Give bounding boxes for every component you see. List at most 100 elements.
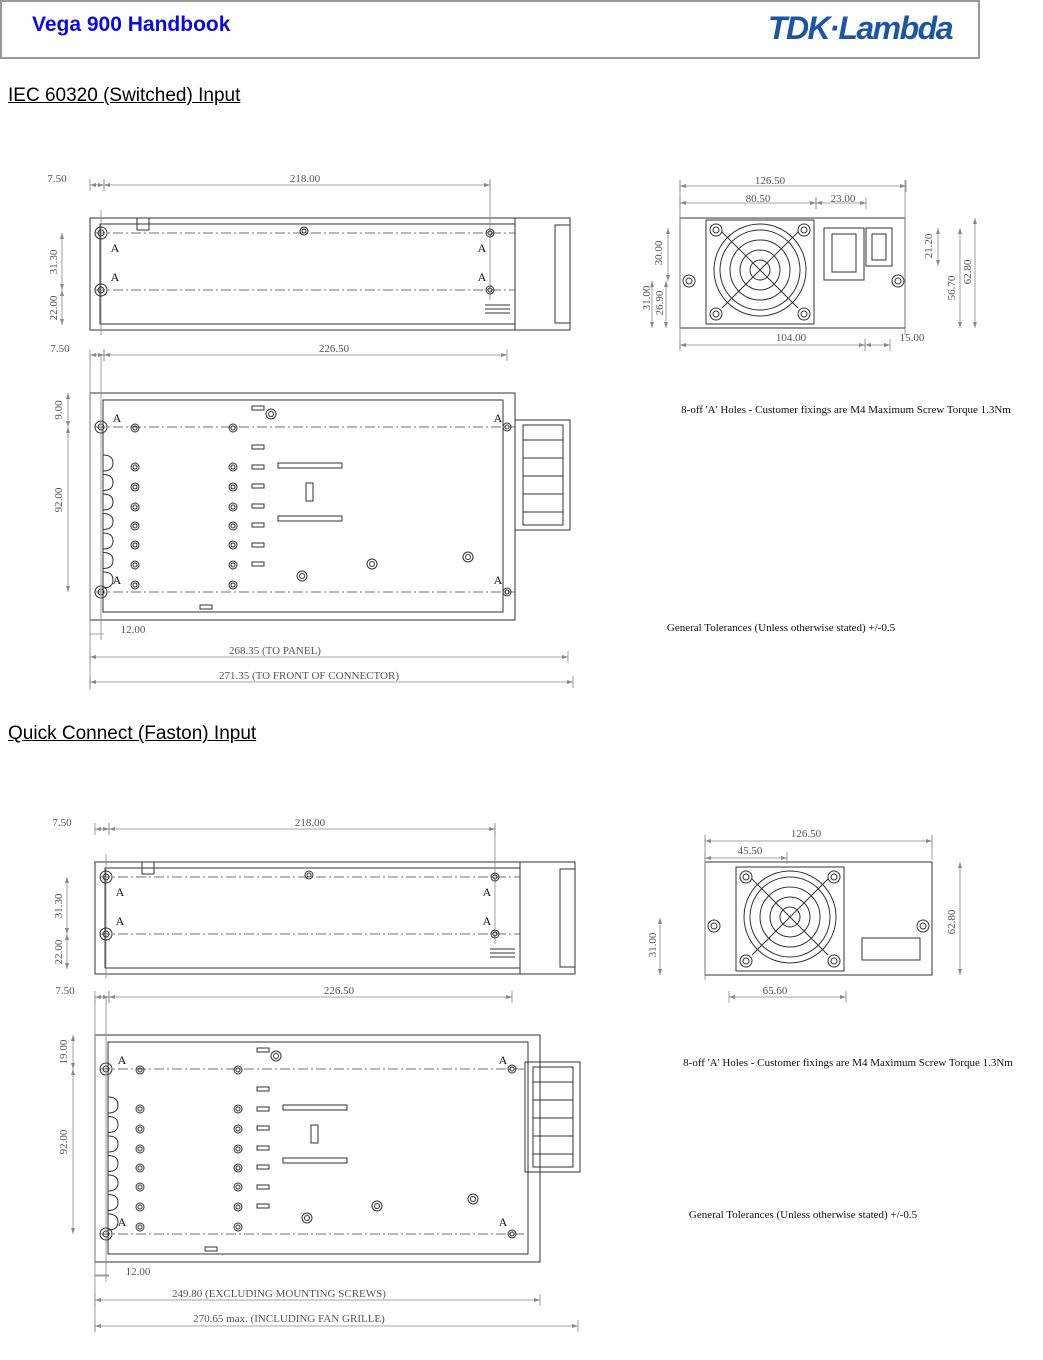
- dimension-label: 218.00: [295, 817, 326, 829]
- dimension-label: 249.80 (EXCLUDING MOUNTING SCREWS): [172, 1288, 386, 1300]
- fan-screw: [827, 954, 841, 968]
- slot: [256, 1106, 270, 1112]
- mounting-hole: [682, 274, 696, 288]
- screw: [371, 1200, 383, 1212]
- slot: [256, 1125, 270, 1131]
- dimension-label: 92.00: [58, 1129, 70, 1154]
- dimension-label: 26.90: [654, 290, 666, 315]
- fixing-hole-inner: [137, 1204, 143, 1210]
- iec-inlet: [823, 227, 865, 281]
- mounting-hole-inner: [685, 277, 693, 285]
- dimension-label: 21.20: [923, 233, 935, 258]
- fixing-hole: [130, 423, 140, 433]
- fixing-note: 8-off 'A' Holes - Customer fixings are M…: [683, 1057, 1013, 1069]
- fan-ring: [779, 906, 801, 928]
- dimension-label: 7.50: [52, 817, 72, 829]
- hole-label-a: A: [113, 573, 122, 587]
- fixing-hole-inner: [230, 504, 236, 510]
- fixing-hole-inner: [132, 425, 138, 431]
- document-title: Vega 900 Handbook: [32, 13, 231, 36]
- dimension-label: 80.50: [746, 193, 771, 205]
- screw-inner: [273, 1053, 279, 1059]
- page-header: Vega 900 Handbook TDK·Lambda: [0, 0, 980, 59]
- tdk-lambda-logo: TDK·Lambda: [767, 10, 954, 46]
- arrowhead: [60, 290, 64, 296]
- fan-screw-inner: [712, 310, 720, 318]
- arrowhead: [860, 201, 866, 205]
- fixing-hole: [135, 1065, 145, 1075]
- dimension-label: 126.50: [755, 175, 786, 187]
- mounting-hole-inner: [710, 922, 718, 930]
- mounting-hole: [94, 226, 108, 240]
- fan-ring: [713, 223, 807, 317]
- fixing-hole: [299, 226, 309, 236]
- dimension-label: 31.00: [641, 285, 653, 310]
- fixing-hole: [228, 423, 238, 433]
- dimension-label: 45.50: [738, 845, 763, 857]
- dimension-label: 226.50: [324, 985, 355, 997]
- fixing-hole: [228, 462, 238, 472]
- dimension-label: 92.00: [53, 487, 65, 512]
- fixing-hole: [130, 502, 140, 512]
- slot: [305, 482, 314, 502]
- slot: [251, 503, 265, 509]
- fixing-hole-inner: [235, 1126, 241, 1132]
- arrowhead: [958, 862, 962, 868]
- screw-inner: [465, 554, 471, 560]
- arrowhead: [60, 319, 64, 325]
- arrowhead: [60, 233, 64, 239]
- slot: [251, 522, 265, 528]
- slot: [256, 1145, 270, 1151]
- slot: [251, 464, 265, 470]
- fixing-hole-inner: [301, 228, 307, 234]
- edge-notch: [102, 571, 114, 589]
- fixing-hole: [130, 580, 140, 590]
- dimension-label: 218.00: [290, 173, 321, 185]
- arrowhead: [884, 343, 890, 347]
- dimension-label: 15.00: [900, 332, 925, 344]
- screw-inner: [470, 1196, 476, 1202]
- fixing-hole: [228, 560, 238, 570]
- fixing-hole-inner: [492, 931, 498, 937]
- connector-face: [559, 868, 576, 968]
- fixing-hole: [228, 521, 238, 531]
- slot: [256, 1203, 270, 1209]
- dimension-label: 31.30: [53, 893, 65, 918]
- fan-ring: [759, 886, 821, 948]
- fan-screw: [797, 223, 811, 237]
- fixing-hole-inner: [137, 1106, 143, 1112]
- arrowhead: [705, 856, 711, 860]
- fixing-hole-inner: [504, 424, 510, 430]
- switch-rocker: [871, 233, 887, 261]
- fixing-hole-inner: [132, 504, 138, 510]
- mounting-hole: [707, 919, 721, 933]
- fixing-hole-inner: [235, 1184, 241, 1190]
- fixing-hole: [233, 1124, 243, 1134]
- fixing-hole: [485, 285, 495, 295]
- hole-label-a: A: [499, 1215, 508, 1229]
- tab: [136, 217, 150, 231]
- dimension-label: 56.70: [946, 275, 958, 300]
- hole-label-a: A: [116, 885, 125, 899]
- edge-notch: [107, 1155, 119, 1172]
- arrowhead: [680, 201, 686, 205]
- screw-inner: [299, 573, 305, 579]
- fixing-hole: [228, 540, 238, 550]
- fixing-hole: [502, 587, 512, 597]
- fixing-hole-inner: [235, 1224, 241, 1230]
- arrowhead: [562, 655, 568, 659]
- arrowhead: [926, 839, 932, 843]
- hole-label-a: A: [483, 885, 492, 899]
- fixing-hole: [135, 1144, 145, 1154]
- arrowhead: [958, 228, 962, 234]
- mounting-hole: [891, 274, 905, 288]
- fixing-hole-inner: [132, 523, 138, 529]
- fixing-hole: [228, 482, 238, 492]
- edge-notch: [102, 454, 114, 472]
- mounting-hole-inner: [102, 930, 110, 938]
- fixing-hole-inner: [235, 1165, 241, 1171]
- fixing-hole: [233, 1144, 243, 1154]
- fixing-hole: [228, 502, 238, 512]
- fan-ring: [743, 870, 837, 964]
- fan-screw-inner: [712, 226, 720, 234]
